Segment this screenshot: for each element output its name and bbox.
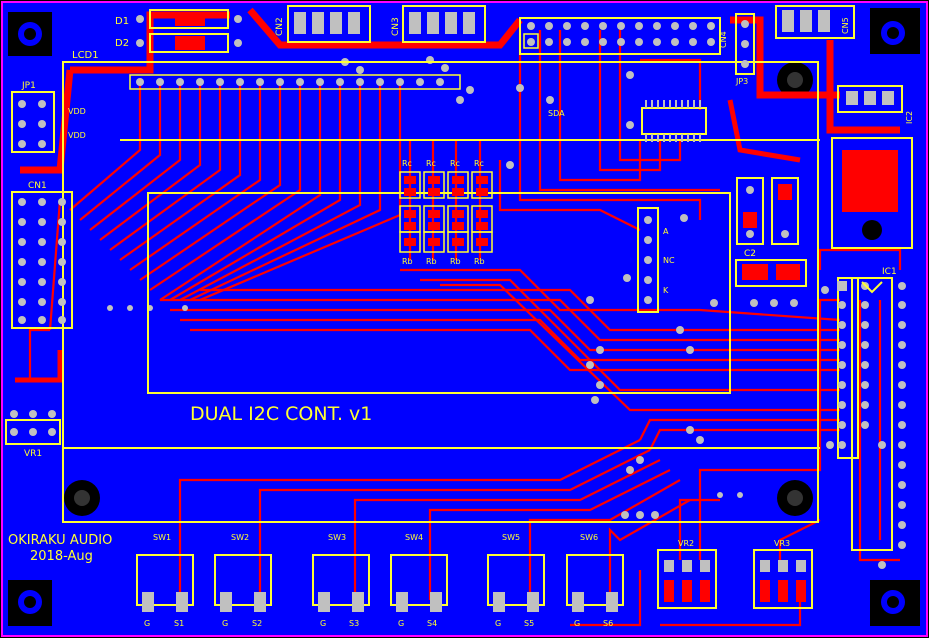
smd-chip (641, 100, 707, 142)
vr2-label: VR2 (678, 539, 694, 548)
rb-label: Rb (450, 257, 461, 266)
regulator-ic2 (831, 85, 913, 249)
cn1-label: CN1 (28, 181, 47, 191)
vias (107, 56, 834, 519)
sw6-label: SW6 (580, 533, 598, 542)
pin-label: S6 (603, 619, 613, 628)
a-label: A (663, 227, 669, 236)
connector-cn2 (287, 5, 371, 43)
sw2-label: SW2 (231, 533, 249, 542)
tactile-switch-sw5 (487, 554, 545, 612)
rc-label: Rc (450, 159, 460, 168)
resistor-labels-bottom: Rb Rb Rb Rb (402, 257, 485, 266)
pads-row (623, 214, 798, 307)
resistor-array (399, 171, 493, 253)
pin-label: S5 (524, 619, 534, 628)
switch-pin-labels: G S1 G S2 G S3 G S4 G S5 G S6 (144, 619, 613, 628)
trimmer-vr2 (657, 549, 717, 609)
ic1-socket (837, 277, 906, 569)
capacitor-c2 (735, 259, 807, 287)
c2-label: C2 (744, 249, 756, 259)
rb-label: Rb (402, 257, 413, 266)
tactile-switch-sw2 (214, 554, 272, 612)
jp3-label: JP3 (735, 77, 748, 86)
k-label: K (663, 286, 669, 295)
resistor-labels-top: Rc Rc Rc Rc (402, 159, 484, 168)
jumper-jp3 (735, 13, 755, 75)
sw3-label: SW3 (328, 533, 346, 542)
jumper-jp1 (11, 91, 55, 153)
tactile-switch-sw4 (390, 554, 448, 612)
ic1-label: IC1 (882, 267, 897, 277)
pin-label: G (144, 619, 150, 628)
lcd-header (129, 74, 461, 90)
pin-label: G (320, 619, 326, 628)
sda-label: SDA (548, 109, 565, 118)
pin-label: G (495, 619, 501, 628)
connector-cn5 (775, 5, 855, 39)
vdd-label-2: VDD (68, 131, 86, 140)
resistors-r3-r4 (736, 177, 799, 245)
connector-cn1 (11, 191, 73, 329)
nc-label: NC (663, 256, 675, 265)
cn2-label: CN2 (275, 17, 285, 36)
pin-label: S4 (427, 619, 437, 628)
pin-label: S2 (252, 619, 262, 628)
trimmer-vr3 (753, 549, 813, 609)
pin-label: S1 (174, 619, 184, 628)
pin-label: G (222, 619, 228, 628)
vr1-label: VR1 (24, 449, 42, 459)
brand-label: OKIRAKU AUDIO (8, 533, 112, 548)
rc-label: Rc (402, 159, 412, 168)
pin-label: S3 (349, 619, 359, 628)
vr3-label: VR3 (774, 539, 790, 548)
backlight-header (637, 207, 659, 313)
board-title: DUAL I2C CONT. v1 (190, 403, 372, 425)
rc-label: Rc (426, 159, 436, 168)
sw1-label: SW1 (153, 533, 171, 542)
sw5-label: SW5 (502, 533, 520, 542)
rb-label: Rb (426, 257, 437, 266)
tactile-switch-sw6 (566, 554, 624, 612)
connector-cn3 (402, 5, 486, 43)
pin-label: G (398, 619, 404, 628)
jp1-label: JP1 (21, 81, 36, 91)
tactile-switch-sw3 (312, 554, 370, 612)
rc-label: Rc (474, 159, 484, 168)
trimmer-vr1 (5, 410, 61, 445)
connector-cn4 (519, 17, 721, 55)
diode-d2 (136, 33, 242, 53)
d2-label: D2 (115, 38, 129, 49)
date-label: 2018-Aug (30, 549, 93, 564)
pin-label: G (574, 619, 580, 628)
sw4-label: SW4 (405, 533, 423, 542)
d1-label: D1 (115, 16, 129, 27)
tactile-switch-sw1 (136, 554, 194, 612)
mount-holes (8, 8, 920, 626)
cn4-label: CN4 (719, 31, 728, 48)
lcd-outline (62, 61, 820, 523)
cn5-label: CN5 (841, 17, 850, 34)
lcd-label: LCD1 (72, 50, 99, 61)
vdd-label-1: VDD (68, 107, 86, 116)
rb-label: Rb (474, 257, 485, 266)
ic2-label: IC2 (905, 111, 914, 124)
cn3-label: CN3 (391, 17, 401, 36)
switch-labels: SW1 SW2 SW3 SW4 SW5 SW6 (153, 533, 598, 542)
diode-d1 (136, 9, 242, 29)
